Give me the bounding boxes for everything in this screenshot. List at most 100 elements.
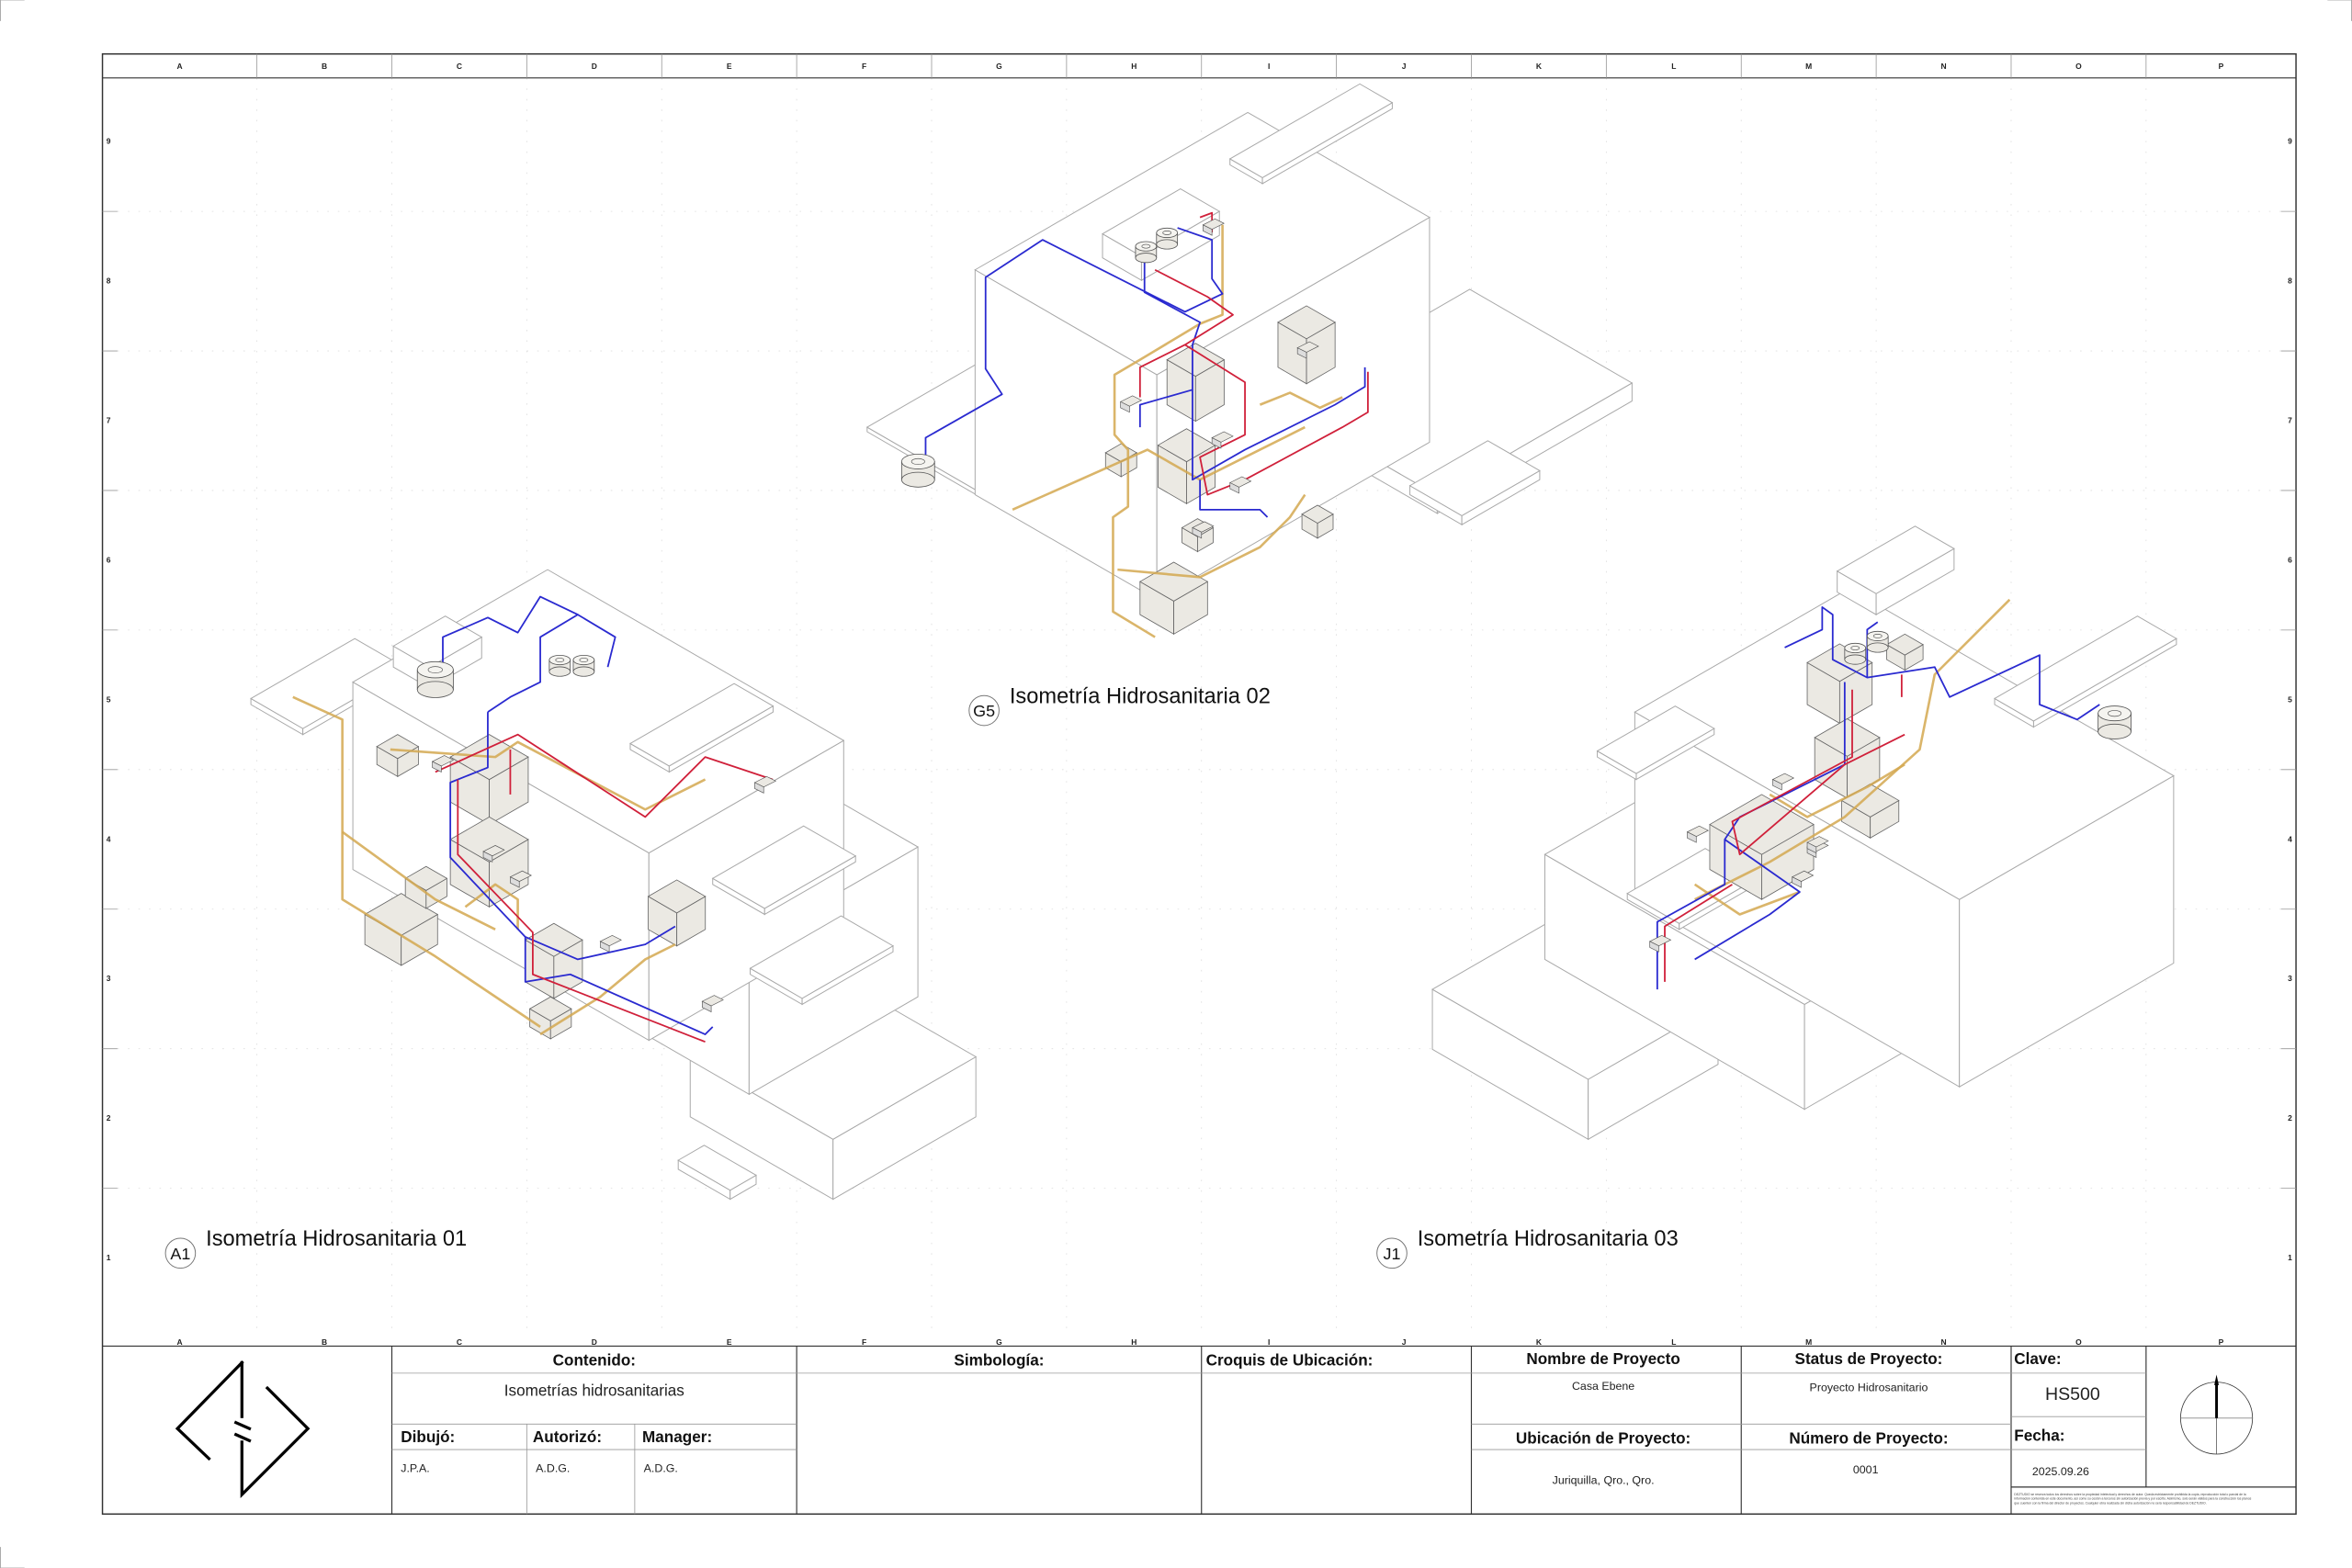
grid-column-label: J [1402, 62, 1407, 71]
grid-column-label: H [1131, 1337, 1136, 1347]
pergola [711, 825, 857, 916]
view-title: Isometría Hidrosanitaria 01 [206, 1227, 467, 1251]
shower-cabin [449, 816, 529, 908]
cold-water-pipe [577, 614, 616, 668]
grid-column-label: J [1402, 1337, 1407, 1347]
isometric-drawing-01[interactable] [250, 569, 978, 1201]
manager-value: A.D.G. [644, 1462, 678, 1475]
drainage-pipe [292, 695, 541, 1028]
grid-row-label: 7 [2288, 416, 2292, 425]
isometric-drawing-03[interactable] [1431, 525, 2177, 1141]
grid-column-label: M [1805, 1337, 1812, 1347]
grid-column-label: L [1671, 62, 1676, 71]
manager-label: Manager: [642, 1427, 712, 1446]
project-name-label: Nombre de Proyecto [1526, 1349, 1680, 1368]
hot-water-pipe [1664, 884, 1733, 982]
project-location-label: Ubicación de Proyecto: [1516, 1429, 1690, 1448]
view-tag: G5 [973, 702, 995, 720]
autorizo-value: A.D.G. [536, 1462, 570, 1475]
steps [1408, 440, 1541, 526]
grid-column-label: O [2075, 1337, 2082, 1347]
pergola [628, 682, 775, 773]
project-number-value: 0001 [1853, 1463, 1879, 1476]
grid-column-label: I [1268, 1337, 1270, 1347]
sheet-key-label: Clave: [2014, 1349, 2061, 1368]
grid-column-label: P [2219, 62, 2224, 71]
water-tank-icon [548, 654, 571, 677]
grid-column-label: O [2075, 62, 2082, 71]
water-tank-icon [1844, 642, 1867, 665]
project-status-value: Proyecto Hidrosanitario [1810, 1381, 1928, 1393]
sink-icon [509, 870, 532, 888]
grid-row-label: 1 [2288, 1253, 2292, 1262]
copyright-disclaimer: DEZTUDIO se reserva todos los derechos s… [2014, 1493, 2251, 1506]
view-tag: A1 [170, 1245, 190, 1263]
simbologia-label: Simbología: [954, 1351, 1044, 1370]
hot-water-pipe [435, 733, 774, 818]
cold-water-pipe [1192, 367, 1366, 481]
grid-row-label: 3 [2288, 974, 2292, 983]
drainage-pipe [390, 740, 707, 811]
hot-water-pipe [1184, 344, 1369, 496]
cold-water-pipe [924, 227, 1224, 465]
grid-column-label: P [2219, 1337, 2224, 1347]
view-title-01: A1 Isometría Hidrosanitaria 01 [164, 1227, 467, 1269]
project-number-label: Número de Proyecto: [1789, 1429, 1948, 1448]
sink-icon [1806, 836, 1829, 854]
company-logo [175, 1360, 311, 1498]
sink-icon [1211, 431, 1234, 449]
grid-column-label: C [457, 62, 462, 71]
cold-water-pipe [1866, 621, 1879, 678]
sink-icon [1202, 218, 1225, 236]
view-tag-bubble [1376, 1237, 1408, 1269]
grid-row-label: 9 [2288, 137, 2292, 146]
sink-icon [701, 995, 724, 1013]
toilet-icon [1119, 395, 1143, 413]
grid-row-label: 4 [107, 834, 111, 843]
grid-row-label: 2 [2288, 1113, 2292, 1122]
roof-parapet [1102, 188, 1221, 282]
grid-row-label: 7 [107, 416, 111, 425]
grid-column-label: K [1536, 1337, 1543, 1347]
grid-column-label: N [1940, 62, 1946, 71]
drainage-pipe [1112, 224, 1224, 638]
north-arrow-icon [2179, 1374, 2254, 1455]
toilet-icon [482, 845, 505, 863]
grid-column-label: A [177, 62, 183, 71]
grid-column-label: K [1536, 62, 1543, 71]
grid-row-label: 6 [2288, 555, 2292, 564]
cistern-tank-icon [900, 453, 935, 488]
disclaimer-line: que cuenten con la firma del director de… [2014, 1502, 2206, 1506]
grid-column-label: L [1671, 1337, 1676, 1347]
contenido-value: Isometrías hidrosanitarias [504, 1381, 684, 1399]
sink-icon [1296, 341, 1319, 359]
title-block: Contenido: Isometrías hidrosanitarias Di… [102, 1345, 2297, 1515]
date-label: Fecha: [2014, 1426, 2064, 1444]
date-value: 2025.09.26 [2032, 1465, 2089, 1478]
shower-cabin [1277, 305, 1336, 385]
grid-row-label: 8 [107, 276, 111, 286]
disclaimer-line: DEZTUDIO se reserva todos los derechos s… [2014, 1493, 2245, 1496]
crop-mark [0, 0, 25, 21]
registry-box [1301, 504, 1334, 539]
crop-mark [0, 1547, 25, 1568]
grid-row-label: 5 [2288, 694, 2292, 704]
pergola [749, 915, 894, 1006]
pergola [1596, 705, 1715, 781]
sink-icon [1686, 825, 1710, 843]
roof-slab [1994, 615, 2177, 728]
cistern-box [1139, 561, 1209, 636]
base-step [677, 1145, 757, 1201]
view-title: Isometría Hidrosanitaria 03 [1418, 1227, 1679, 1251]
isometric-drawing-02[interactable] [865, 83, 1634, 638]
hot-water-pipe [1138, 268, 1234, 398]
shower-cabin [1166, 343, 1226, 423]
grid-column-label: D [592, 1337, 597, 1347]
cold-water-pipe [1138, 254, 1202, 428]
cistern-tank-icon [2098, 705, 2132, 739]
grid-column-label: M [1805, 62, 1812, 71]
shower-cabin [524, 922, 583, 999]
cistern-tank-icon [416, 660, 454, 698]
